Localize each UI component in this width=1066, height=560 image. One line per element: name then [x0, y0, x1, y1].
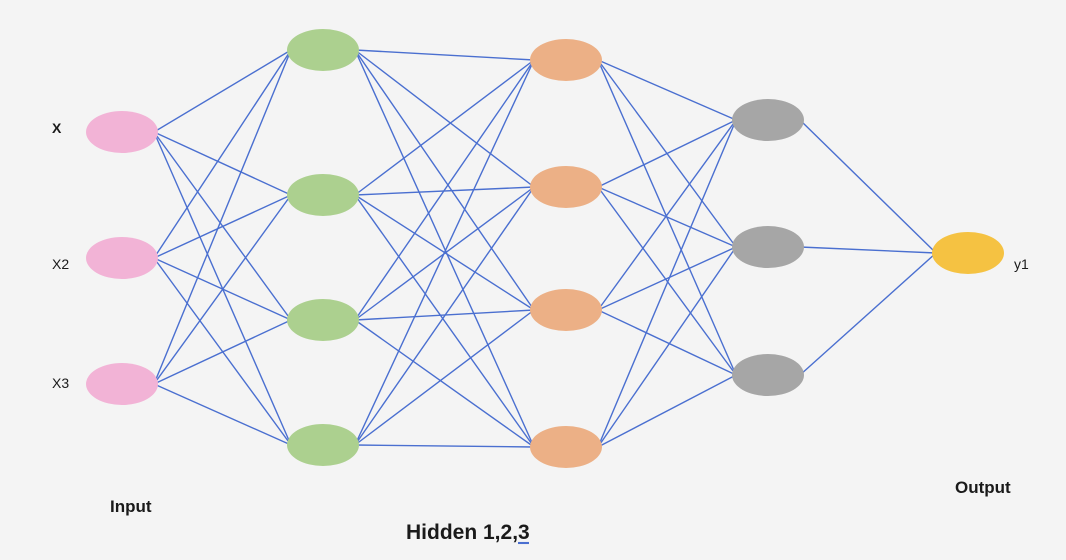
edge-input-2-to-hidden1-2 — [153, 194, 292, 259]
edge-hidden1-4-to-hidden2-1 — [354, 59, 535, 446]
edge-hidden1-1-to-hidden2-1 — [354, 49, 535, 61]
edge-hidden3-3-to-output-1 — [799, 252, 937, 376]
edge-input-2-to-hidden1-1 — [153, 49, 292, 259]
hidden3-node-2 — [732, 226, 804, 268]
edge-hidden1-4-to-hidden2-4 — [354, 444, 535, 448]
edge-hidden3-2-to-output-1 — [799, 246, 937, 254]
input-node-label-3: X3 — [52, 375, 70, 391]
hidden-layers-caption: Hidden 1,2,3 — [406, 522, 530, 543]
input-node-label-2: X2 — [52, 256, 70, 272]
output-node-label: y1 — [1014, 256, 1029, 272]
edge-hidden2-2-to-hidden3-1 — [597, 119, 737, 188]
edge-hidden3-1-to-output-1 — [799, 119, 937, 254]
input-caption: Input — [110, 497, 152, 516]
input-node-2 — [86, 237, 158, 279]
output-caption: Output — [955, 478, 1011, 497]
edge-hidden2-3-to-hidden3-1 — [597, 119, 737, 311]
hidden1-node-3 — [287, 299, 359, 341]
hidden2-node-1 — [530, 39, 602, 81]
edge-hidden1-4-to-hidden2-2 — [354, 186, 535, 446]
input-node-3 — [86, 363, 158, 405]
edge-hidden1-1-to-hidden2-4 — [354, 49, 535, 448]
edge-hidden2-1-to-hidden3-1 — [597, 59, 737, 121]
hidden2-node-4 — [530, 426, 602, 468]
hidden2-node-3 — [530, 289, 602, 331]
output-node-1 — [932, 232, 1004, 274]
edge-hidden1-2-to-hidden2-4 — [354, 194, 535, 448]
edge-hidden1-3-to-hidden2-4 — [354, 319, 535, 448]
edge-input-3-to-hidden1-3 — [153, 319, 292, 385]
hidden1-node-4 — [287, 424, 359, 466]
edge-hidden2-4-to-hidden3-1 — [597, 119, 737, 448]
hidden-caption-suffix: 3 — [518, 521, 530, 544]
hidden2-node-2 — [530, 166, 602, 208]
connections-group — [153, 49, 937, 448]
hidden-caption-prefix: Hidden 1,2, — [406, 521, 519, 544]
input-node-label-1: X — [52, 120, 62, 136]
edge-hidden1-1-to-hidden2-2 — [354, 49, 535, 188]
edge-hidden2-2-to-hidden3-3 — [597, 186, 737, 376]
edge-hidden2-3-to-hidden3-2 — [597, 246, 737, 311]
hidden1-node-1 — [287, 29, 359, 71]
edge-hidden2-4-to-hidden3-3 — [597, 374, 737, 448]
edge-hidden1-4-to-hidden2-3 — [354, 309, 535, 446]
hidden3-node-1 — [732, 99, 804, 141]
edge-hidden1-2-to-hidden2-1 — [354, 59, 535, 196]
edge-hidden1-3-to-hidden2-1 — [354, 59, 535, 321]
nodes-group — [86, 29, 1004, 468]
edge-input-1-to-hidden1-1 — [153, 49, 292, 133]
edge-input-1-to-hidden1-2 — [153, 131, 292, 196]
edge-hidden1-1-to-hidden2-3 — [354, 49, 535, 311]
edge-input-3-to-hidden1-2 — [153, 194, 292, 385]
hidden3-node-3 — [732, 354, 804, 396]
edge-input-3-to-hidden1-1 — [153, 49, 292, 385]
edge-hidden2-2-to-hidden3-2 — [597, 186, 737, 248]
edge-hidden2-3-to-hidden3-3 — [597, 309, 737, 376]
edge-input-3-to-hidden1-4 — [153, 383, 292, 446]
edge-hidden2-4-to-hidden3-2 — [597, 246, 737, 448]
input-node-1 — [86, 111, 158, 153]
hidden1-node-2 — [287, 174, 359, 216]
